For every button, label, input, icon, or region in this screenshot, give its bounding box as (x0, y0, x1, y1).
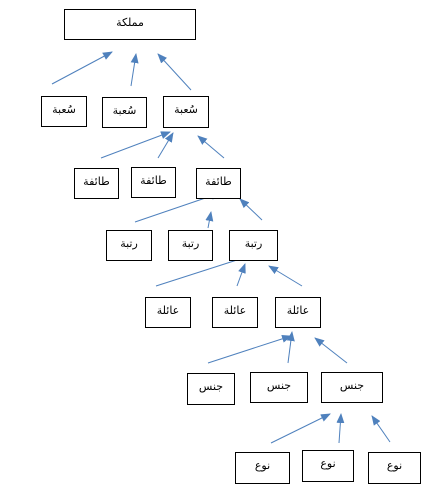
root-box-kingdom: مملكة (64, 9, 196, 40)
family-label: عائلة (286, 304, 310, 317)
arrow-1 (51, 51, 113, 85)
species-label: نوع (254, 459, 271, 472)
family-box-1: عائلة (145, 297, 191, 328)
class-label: طائفة (83, 175, 110, 188)
genus-label: جنس (339, 379, 365, 392)
arrow-5 (157, 132, 174, 159)
species-box-1: نوع (235, 452, 290, 484)
arrow-18 (371, 415, 391, 443)
genus-label: جنس (266, 379, 292, 392)
species-box-2: نوع (302, 450, 354, 482)
genus-box-3: جنس (321, 372, 383, 403)
order-label: رتبة (244, 237, 263, 250)
species-label: نوع (320, 457, 336, 470)
class-box-2: طائفة (131, 167, 176, 198)
phylum-label: سُعبة (52, 103, 76, 116)
phylum-box-1: سُعبة (41, 96, 87, 127)
arrow-3 (157, 53, 192, 91)
order-box-3: رتبة (229, 230, 278, 261)
class-box-3: طائفة (196, 168, 241, 199)
family-box-2: عائلة (212, 297, 258, 328)
arrow-13 (207, 334, 292, 364)
order-box-2: رتبة (168, 230, 213, 261)
family-label: عائلة (223, 304, 247, 317)
family-box-3: عائلة (275, 297, 321, 328)
class-box-1: طائفة (74, 168, 119, 199)
phylum-box-3: سُعبة (163, 96, 209, 128)
genus-box-2: جنس (250, 372, 308, 403)
arrow-14 (286, 331, 295, 364)
family-label: عائلة (156, 304, 180, 317)
arrow-17 (336, 413, 345, 444)
phylum-label: سُعبة (174, 103, 198, 116)
phylum-box-2: سُعبة (102, 97, 147, 128)
order-label: رتبة (120, 237, 138, 250)
arrow-16 (270, 413, 331, 444)
arrow-8 (205, 211, 214, 229)
genus-box-1: جنس (187, 373, 235, 405)
order-box-1: رتبة (106, 230, 152, 261)
arrow-6 (197, 135, 225, 159)
arrow-11 (236, 263, 246, 287)
class-label: طائفة (140, 174, 167, 187)
species-label: نوع (386, 459, 403, 472)
arrow-2 (130, 53, 139, 87)
class-label: طائفة (205, 175, 232, 188)
arrow-15 (314, 337, 348, 364)
genus-label: جنس (198, 380, 224, 393)
arrow-9 (239, 198, 263, 221)
arrow-12 (268, 265, 303, 287)
order-label: رتبة (181, 237, 200, 250)
phylum-label: سُعبة (112, 104, 137, 117)
root-label: مملكة (116, 16, 144, 29)
species-box-3: نوع (368, 452, 421, 484)
arrow-4 (100, 131, 171, 159)
